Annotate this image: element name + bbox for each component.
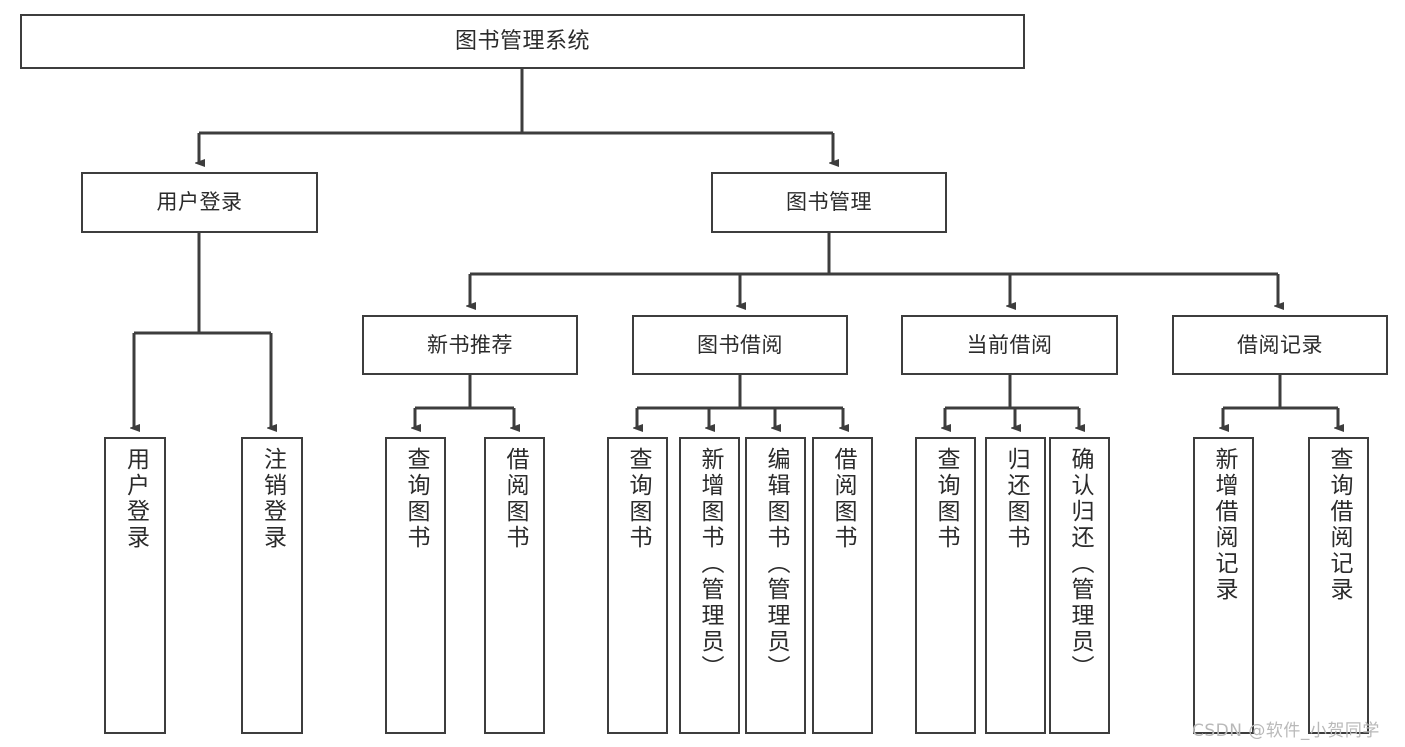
leaf-add-record-label: 新增借阅记录 (1211, 447, 1237, 603)
leaf-confirm-return[interactable]: 确认归还（管理员） (1049, 437, 1110, 734)
leaf-add-record[interactable]: 新增借阅记录 (1193, 437, 1254, 734)
leaf-query-record[interactable]: 查询借阅记录 (1308, 437, 1369, 734)
leaf-query-book-1[interactable]: 查询图书 (385, 437, 446, 734)
leaf-borrow-book-1[interactable]: 借阅图书 (484, 437, 545, 734)
node-new-book-rec[interactable]: 新书推荐 (362, 315, 578, 375)
leaf-borrow-book-1-label: 借阅图书 (502, 447, 528, 551)
leaf-add-book[interactable]: 新增图书（管理员） (679, 437, 740, 734)
leaf-logout-label: 注销登录 (259, 447, 286, 551)
node-new-book-rec-label: 新书推荐 (427, 332, 513, 357)
leaf-logout[interactable]: 注销登录 (241, 437, 303, 734)
leaf-add-book-label: 新增图书（管理员） (697, 447, 723, 681)
node-book-manage[interactable]: 图书管理 (711, 172, 947, 233)
node-root-label: 图书管理系统 (454, 28, 590, 54)
node-user-login[interactable]: 用户登录 (81, 172, 318, 233)
csdn-watermark: CSDN @软件_小贺同学 (1192, 721, 1380, 741)
node-borrow-record-label: 借阅记录 (1237, 332, 1323, 357)
leaf-query-book-1-label: 查询图书 (403, 447, 429, 551)
node-book-manage-label: 图书管理 (786, 190, 872, 215)
leaf-borrow-book-2[interactable]: 借阅图书 (812, 437, 873, 734)
node-root[interactable]: 图书管理系统 (20, 14, 1025, 69)
node-user-login-label: 用户登录 (156, 190, 243, 215)
leaf-query-book-3-label: 查询图书 (933, 447, 959, 551)
leaf-confirm-return-label: 确认归还（管理员） (1067, 447, 1093, 681)
node-book-borrow[interactable]: 图书借阅 (632, 315, 848, 375)
leaf-user-login[interactable]: 用户登录 (104, 437, 166, 734)
leaf-edit-book[interactable]: 编辑图书（管理员） (745, 437, 806, 734)
leaf-borrow-book-2-label: 借阅图书 (830, 447, 856, 551)
leaf-query-book-2[interactable]: 查询图书 (607, 437, 668, 734)
leaf-query-book-2-label: 查询图书 (625, 447, 651, 551)
leaf-query-record-label: 查询借阅记录 (1326, 447, 1352, 603)
leaf-return-book[interactable]: 归还图书 (985, 437, 1046, 734)
node-borrow-record[interactable]: 借阅记录 (1172, 315, 1388, 375)
leaf-user-login-label: 用户登录 (122, 447, 149, 551)
leaf-query-book-3[interactable]: 查询图书 (915, 437, 976, 734)
leaf-return-book-label: 归还图书 (1003, 447, 1029, 551)
node-book-borrow-label: 图书借阅 (697, 332, 783, 357)
node-current-borrow-label: 当前借阅 (966, 332, 1053, 357)
node-current-borrow[interactable]: 当前借阅 (901, 315, 1118, 375)
leaf-edit-book-label: 编辑图书（管理员） (763, 447, 789, 681)
